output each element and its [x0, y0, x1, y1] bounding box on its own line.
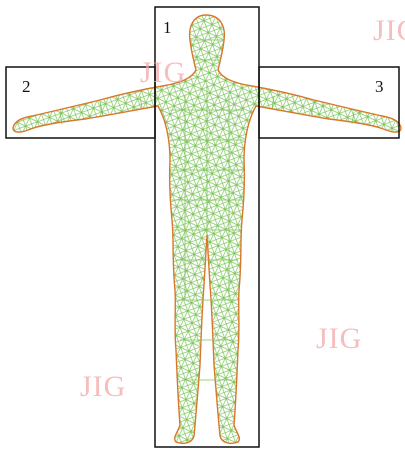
region-label-1: 1 — [163, 18, 172, 38]
region-label-2: 2 — [22, 77, 31, 97]
watermark-jig-top: JIG — [140, 56, 186, 90]
watermark-jig-corner: JIG — [373, 14, 405, 48]
region-label-3: 3 — [375, 77, 384, 97]
mesh-detail-lines — [60, 40, 354, 380]
watermark-jig-left: JIG — [80, 370, 126, 404]
watermark-jig-right: JIG — [316, 322, 362, 356]
human-mesh-body — [13, 15, 401, 443]
